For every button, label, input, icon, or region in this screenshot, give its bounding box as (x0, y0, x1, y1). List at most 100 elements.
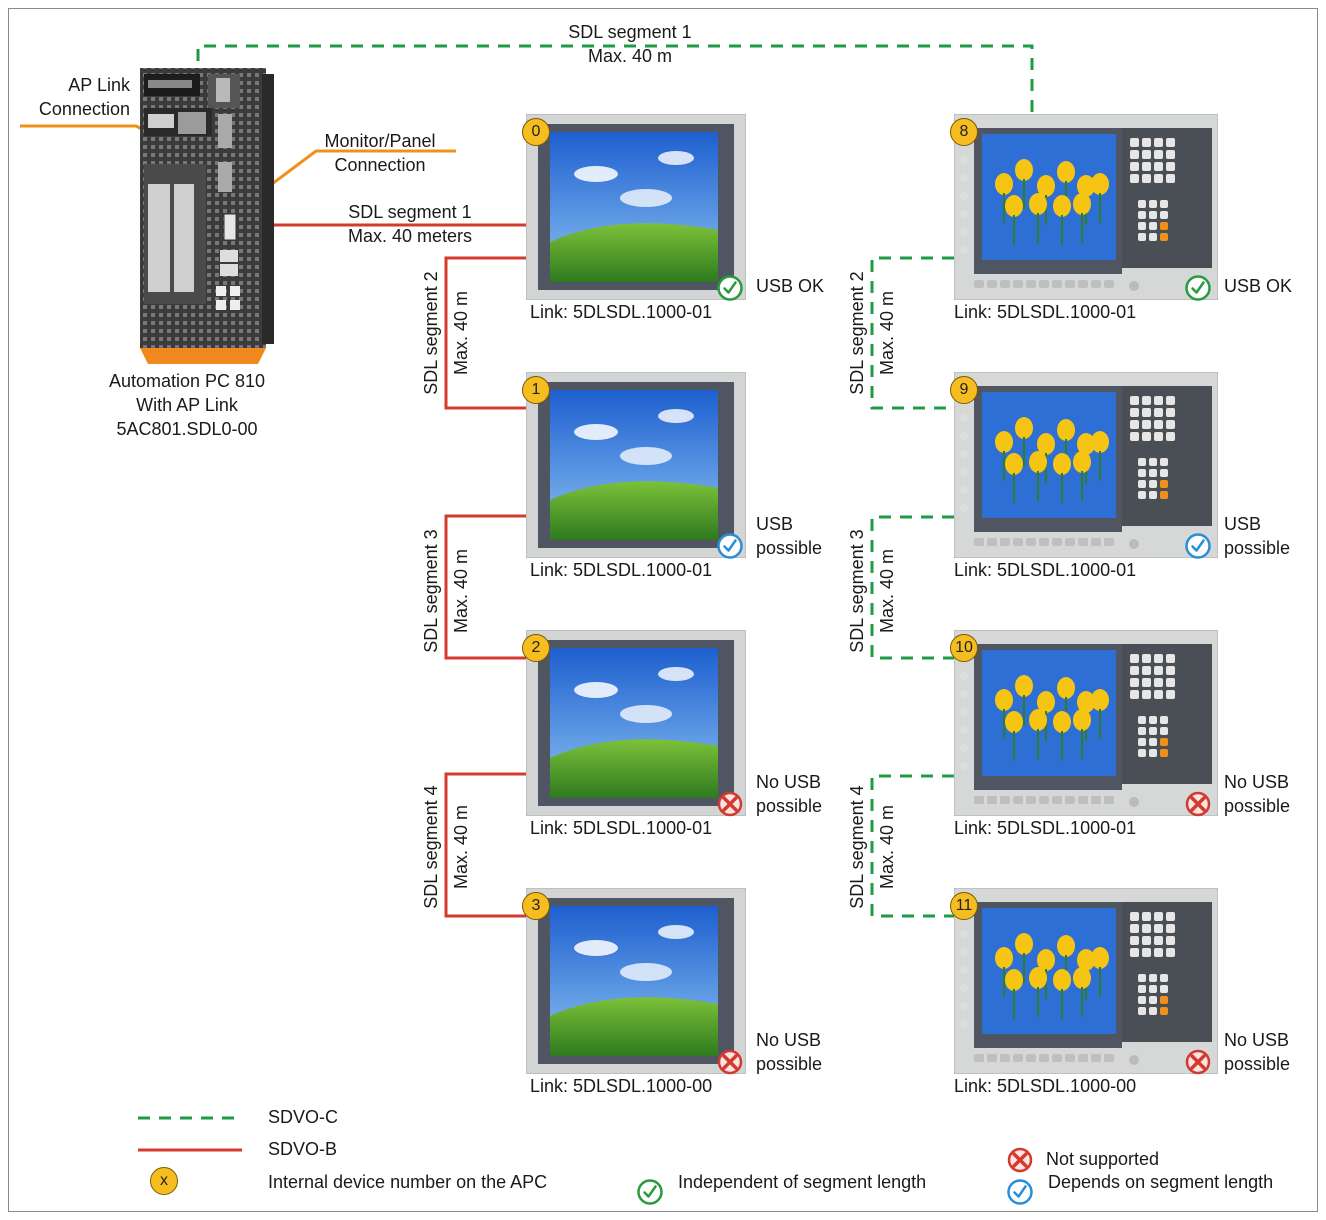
right-segment-4-max: Max. 40 m (877, 804, 897, 890)
usb-status-line-2: possible (756, 796, 823, 816)
device-number-badge: 1 (522, 376, 550, 404)
right-panel-8 (953, 113, 1219, 305)
usb-status-line-2: possible (1224, 1054, 1291, 1074)
left-segment-2-name: SDL segment 2 (421, 271, 441, 395)
sdvo-c-wire-segment-4 (870, 774, 954, 918)
sdvo-b-wire-segment-2 (444, 256, 526, 410)
diagram-frame (8, 8, 1318, 1212)
link-label: Link: 5DLSDL.1000-01 (954, 302, 1137, 322)
usb-status-line-1: No USB (1224, 772, 1290, 792)
left-panel-0 (525, 113, 747, 305)
legend-sdvo-b-swatch (138, 1148, 242, 1152)
right-panel-11 (953, 887, 1219, 1079)
right-segment-3-max: Max. 40 m (877, 548, 897, 634)
sdvo-b-wire-segment-4 (444, 772, 526, 918)
left-segment-1-max: Max. 40 meters (347, 226, 473, 246)
left-segment-3-max: Max. 40 m (451, 548, 471, 634)
link-label: Link: 5DLSDL.1000-01 (954, 560, 1137, 580)
legend-independent-label: Independent of segment length (678, 1172, 927, 1192)
usb-status-line-1: No USB (1224, 1030, 1290, 1050)
legend-not-supported-icon (1006, 1146, 1034, 1174)
automation-pc-image (140, 68, 274, 364)
right-panel-9 (953, 371, 1219, 563)
usb-status-line-1: USB (1224, 514, 1262, 534)
usb-status-line-2: possible (756, 538, 823, 558)
usb-status-label: USB OK (1224, 274, 1292, 298)
pc-name-line-2: With AP Link (136, 395, 238, 415)
monitor-connection-label: Monitor/Panel Connection (300, 129, 460, 177)
legend-badge: x (150, 1167, 178, 1195)
left-panel-2 (525, 629, 747, 821)
panel-image (953, 371, 1219, 563)
sdvo-c-wire-segment-1 (196, 44, 1034, 124)
ap-link-label-line-1: AP Link (68, 75, 130, 95)
usb-ok-icon (1184, 274, 1212, 302)
device-number-badge: 11 (950, 892, 978, 920)
right-segment-2-name: SDL segment 2 (847, 271, 867, 395)
usb-not-supported-icon (716, 790, 744, 818)
usb-status-line-1: No USB (756, 1030, 822, 1050)
link-label: Link: 5DLSDL.1000-01 (530, 560, 713, 580)
left-segment-3-name: SDL segment 3 (421, 529, 441, 653)
pc-name-line-1: Automation PC 810 (108, 371, 266, 391)
legend-sdvo-c-swatch (138, 1116, 242, 1120)
sdvo-c-wire-segment-3 (870, 515, 954, 660)
link-label: Link: 5DLSDL.1000-01 (530, 302, 713, 322)
sdvo-b-wire-segment-3 (444, 514, 526, 660)
link-label: Link: 5DLSDL.1000-01 (530, 818, 713, 838)
top-segment-max: Max. 40 m (587, 46, 673, 66)
device-number-badge: 10 (950, 634, 978, 662)
right-segment-4-name: SDL segment 4 (847, 785, 867, 909)
monitor-label-line-1: Monitor/Panel (324, 131, 436, 151)
link-label: Link: 5DLSDL.1000-00 (954, 1076, 1137, 1096)
usb-status-label: USB OK (756, 274, 824, 298)
panel-image (525, 113, 747, 305)
legend-sdvo-b-label: SDVO-B (268, 1139, 338, 1159)
usb-status-line-1: USB (756, 514, 794, 534)
link-label: Link: 5DLSDL.1000-00 (530, 1076, 713, 1096)
usb-not-supported-icon (1184, 790, 1212, 818)
device-number-badge: 0 (522, 118, 550, 146)
legend-badge-label: Internal device number on the APC (268, 1172, 548, 1192)
panel-image (525, 887, 747, 1079)
left-panel-3 (525, 887, 747, 1079)
usb-status-line-2: possible (756, 1054, 823, 1074)
usb-not-supported-icon (1184, 1048, 1212, 1076)
ap-link-label-line-2: Connection (38, 99, 130, 119)
panel-image (953, 113, 1219, 305)
link-label: Link: 5DLSDL.1000-01 (954, 818, 1137, 838)
panel-image (525, 371, 747, 563)
monitor-label-line-2: Connection (334, 155, 426, 175)
usb-status-label: USB possible (1224, 512, 1290, 560)
left-segment-4-max: Max. 40 m (451, 804, 471, 890)
pc-name-label: Automation PC 810 With AP Link 5AC801.SD… (84, 369, 290, 441)
left-segment-1-label: SDL segment 1 Max. 40 meters (320, 200, 500, 248)
device-number-badge: 2 (522, 634, 550, 662)
panel-image (953, 629, 1219, 821)
right-segment-3-name: SDL segment 3 (847, 529, 867, 653)
usb-depends-icon (716, 532, 744, 560)
usb-status-line-1: USB OK (756, 276, 825, 296)
device-number-badge: 9 (950, 376, 978, 404)
usb-status-label: No USB possible (1224, 770, 1290, 818)
sdvo-c-wire-segment-2 (870, 256, 954, 410)
left-segment-2-max: Max. 40 m (451, 290, 471, 376)
device-number-badge: 3 (522, 892, 550, 920)
legend-depends-icon (1006, 1178, 1034, 1206)
left-segment-1-name: SDL segment 1 (348, 202, 472, 222)
panel-image (953, 887, 1219, 1079)
ap-link-label: AP Link Connection (20, 73, 130, 121)
right-segment-2-max: Max. 40 m (877, 290, 897, 376)
legend-sdvo-c-label: SDVO-C (268, 1107, 339, 1127)
top-segment-name: SDL segment 1 (568, 22, 692, 42)
panel-image (525, 629, 747, 821)
legend-not-supported-label: Not supported (1046, 1149, 1160, 1169)
usb-depends-icon (1184, 532, 1212, 560)
pc-name-line-3: 5AC801.SDL0-00 (116, 419, 258, 439)
usb-status-label: USB possible (756, 512, 822, 560)
usb-status-line-2: possible (1224, 796, 1291, 816)
right-panel-10 (953, 629, 1219, 821)
usb-status-line-2: possible (1224, 538, 1291, 558)
usb-status-line-1: USB OK (1224, 276, 1293, 296)
